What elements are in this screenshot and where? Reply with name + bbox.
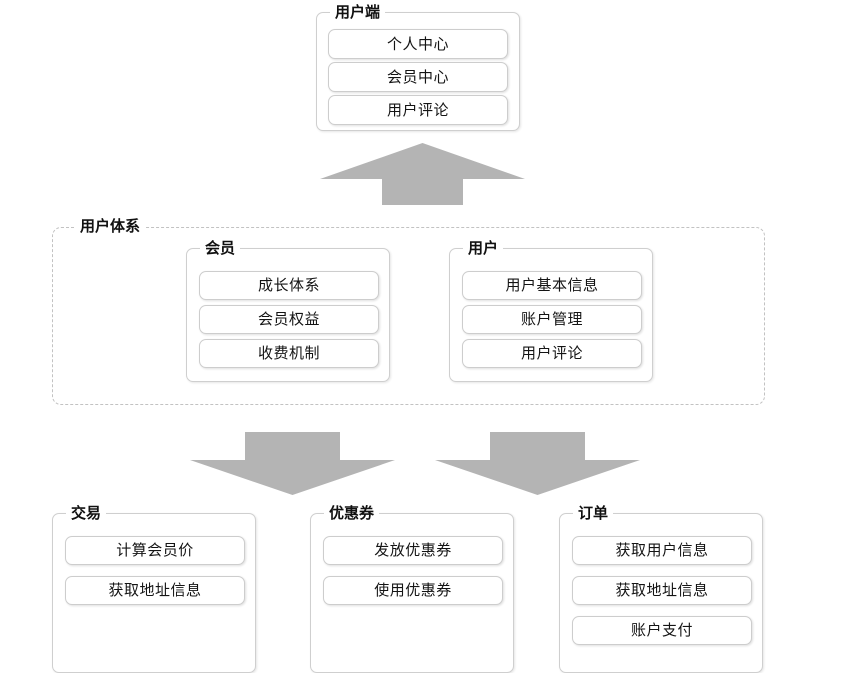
- item-coupon-use[interactable]: 使用优惠券: [323, 576, 503, 605]
- group-client: 用户端 个人中心 会员中心 用户评论: [316, 2, 520, 131]
- item-transaction-get-address-info[interactable]: 获取地址信息: [65, 576, 245, 605]
- item-coupon-issue[interactable]: 发放优惠券: [323, 536, 503, 565]
- group-user-system: 用户体系: [52, 216, 765, 405]
- item-order-get-user-info[interactable]: 获取用户信息: [572, 536, 752, 565]
- group-user-system-legend: 用户体系: [75, 216, 146, 236]
- item-member-growth-system[interactable]: 成长体系: [199, 271, 379, 300]
- item-user-review[interactable]: 用户评论: [462, 339, 642, 368]
- group-member: 会员 成长体系 会员权益 收费机制: [186, 238, 390, 382]
- item-member-fee-mechanism[interactable]: 收费机制: [199, 339, 379, 368]
- group-user-legend: 用户: [463, 238, 504, 258]
- group-member-legend: 会员: [200, 238, 241, 258]
- group-coupon-legend: 优惠券: [324, 503, 380, 523]
- group-client-legend: 用户端: [330, 2, 386, 22]
- down-arrow-to-coupon-left: [190, 432, 395, 495]
- item-order-get-address-info[interactable]: 获取地址信息: [572, 576, 752, 605]
- item-user-basic-info[interactable]: 用户基本信息: [462, 271, 642, 300]
- item-transaction-calc-member-price[interactable]: 计算会员价: [65, 536, 245, 565]
- item-member-benefits[interactable]: 会员权益: [199, 305, 379, 334]
- down-arrow-to-order-right: [435, 432, 640, 495]
- group-transaction: 交易 计算会员价 获取地址信息: [52, 503, 256, 673]
- up-arrow-to-client: [320, 143, 525, 205]
- group-order-legend: 订单: [573, 503, 614, 523]
- group-order: 订单 获取用户信息 获取地址信息 账户支付: [559, 503, 763, 673]
- item-user-account-management[interactable]: 账户管理: [462, 305, 642, 334]
- item-client-personal-center[interactable]: 个人中心: [328, 29, 508, 59]
- group-transaction-legend: 交易: [66, 503, 107, 523]
- group-user: 用户 用户基本信息 账户管理 用户评论: [449, 238, 653, 382]
- item-client-user-review[interactable]: 用户评论: [328, 95, 508, 125]
- item-order-account-payment[interactable]: 账户支付: [572, 616, 752, 645]
- group-coupon: 优惠券 发放优惠券 使用优惠券: [310, 503, 514, 673]
- item-client-member-center[interactable]: 会员中心: [328, 62, 508, 92]
